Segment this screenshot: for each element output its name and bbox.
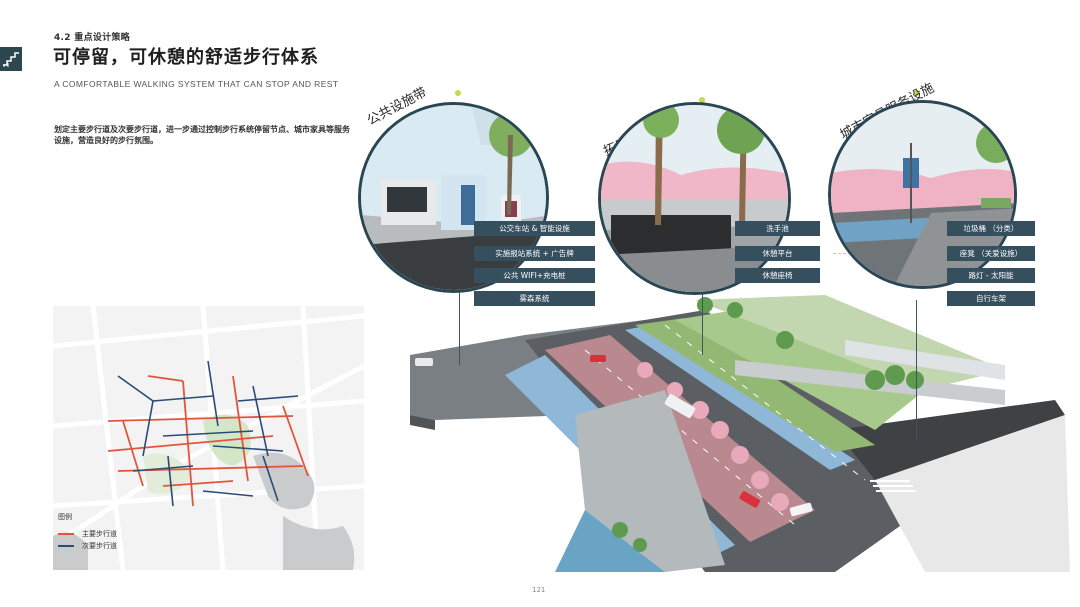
page-subtitle: A COMFORTABLE WALKING SYSTEM THAT CAN ST… [54,79,339,89]
tag-solar-lamp: 路灯 - 太阳能 [947,268,1035,283]
tag-station-report: 实施报站系统 + 广告牌 [474,246,595,261]
tag-bus-stop: 公交车站 & 智能设施 [474,221,595,236]
secondary-line-swatch [58,545,74,547]
page-number: 121 [532,586,546,594]
section-logo [0,47,22,71]
legend-label: 主要步行道 [82,530,117,538]
leader-line [916,300,917,440]
marker-dot [455,90,461,96]
extended-function-vignette [598,102,791,295]
tag-trash-bin: 垃圾桶 （分类） [947,221,1035,236]
leader-line [459,290,460,365]
tag-bike-rack: 自行车架 [947,291,1035,306]
primary-line-swatch [58,533,74,535]
description-text: 划定主要步行道及次要步行道，进一步通过控制步行系统停留节点、城市家具等服务设施，… [54,125,350,145]
walkway-map [53,306,364,570]
legend-title: 图例 [58,513,72,521]
marker-dot [699,97,705,103]
tag-rest-platform: 休憩平台 [735,246,820,261]
tag-bench: 座凳 （关爱设施） [947,246,1035,261]
leader-line [702,270,703,355]
legend-item-primary: 主要步行道 [58,529,117,539]
legend-label: 次要步行道 [82,542,117,550]
tag-mist-system: 雾森系统 [474,291,595,306]
page-title: 可停留，可休憩的舒适步行体系 [53,47,319,68]
section-number: 4.2 重点设计策略 [54,33,131,43]
tag-wifi-charging: 公共 WIFI+充电桩 [474,268,595,283]
street-axonometric-illustration [405,280,1070,572]
legend-item-secondary: 次要步行道 [58,541,117,551]
stairs-icon [3,52,19,67]
tag-rest-seat: 休憩座椅 [735,268,820,283]
tag-hand-wash: 洗手池 [735,221,820,236]
public-facilities-vignette [358,102,549,293]
marker-dot [914,90,920,96]
